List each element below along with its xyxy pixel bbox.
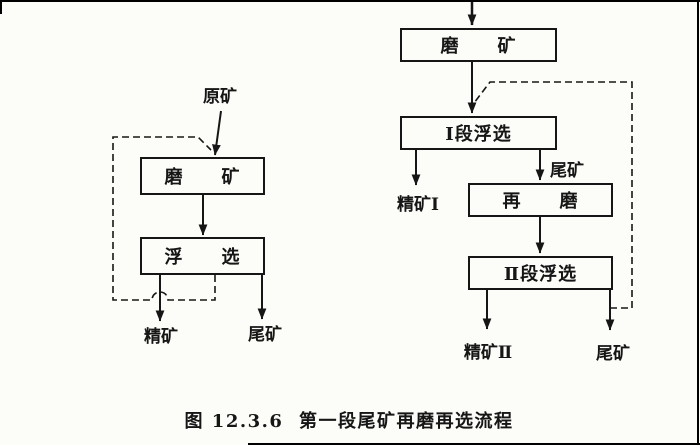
left-tailings-label: 尾矿: [248, 325, 282, 345]
scan-edge-left: [0, 0, 2, 14]
figure-caption: 图 12.3.6 第一段尾矿再磨再选流程: [184, 411, 514, 432]
right-recycle-dashed-path: [473, 81, 633, 309]
stage2-flotation-box: Ⅱ段浮选: [468, 256, 613, 290]
raw-ore-label: 原矿: [203, 87, 237, 107]
stage2-concentrate-label: 精矿Ⅱ: [463, 343, 513, 363]
scan-edge-right: [697, 0, 699, 445]
left-grind-box: 磨 矿: [140, 157, 265, 195]
left-flotation-box: 浮 选: [140, 237, 265, 275]
stage2-tailings-label: 尾矿: [596, 344, 630, 364]
stage1-tailings-label: 尾矿: [550, 161, 584, 181]
left-recycle-dashed-path: [112, 136, 216, 301]
stage1-concentrate-label: 精矿Ⅰ: [397, 195, 439, 215]
stage1-flotation-box: Ⅰ段浮选: [400, 116, 557, 150]
right-grind-box: 磨 矿: [400, 28, 557, 62]
left-concentrate-label: 精矿: [144, 327, 178, 347]
regrind-box: 再 磨: [468, 183, 613, 217]
scan-edge-top: [0, 0, 700, 2]
left-feed-arrow: [212, 110, 222, 156]
scan-edge-bottom: [248, 443, 700, 445]
